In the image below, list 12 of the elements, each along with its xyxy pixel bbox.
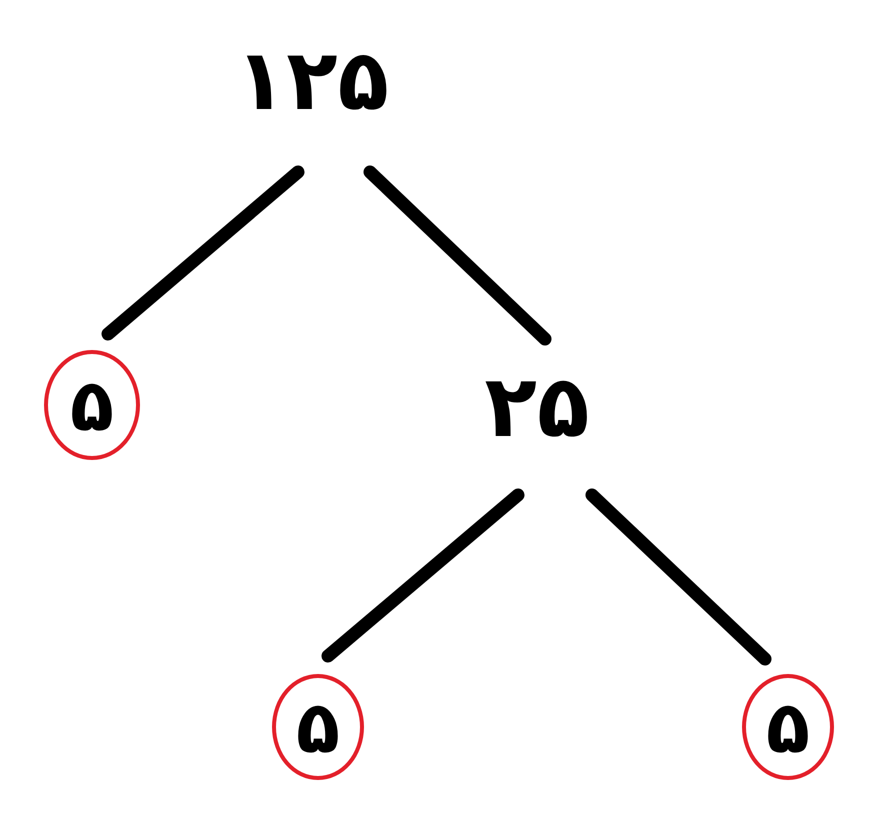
number-text: ۱۲۵ — [235, 38, 389, 122]
branch-line — [322, 488, 524, 662]
branch-line — [586, 488, 772, 666]
circle-outline — [742, 674, 834, 780]
prime-number: ۵ — [70, 369, 114, 441]
circle-outline — [272, 674, 364, 780]
branch-line — [364, 166, 552, 346]
branch-line — [102, 166, 304, 340]
circle-outline — [44, 350, 140, 460]
prime-number: ۵ — [296, 691, 340, 763]
prime-number: ۵ — [766, 691, 810, 763]
number-text: ۲۵ — [484, 364, 590, 450]
